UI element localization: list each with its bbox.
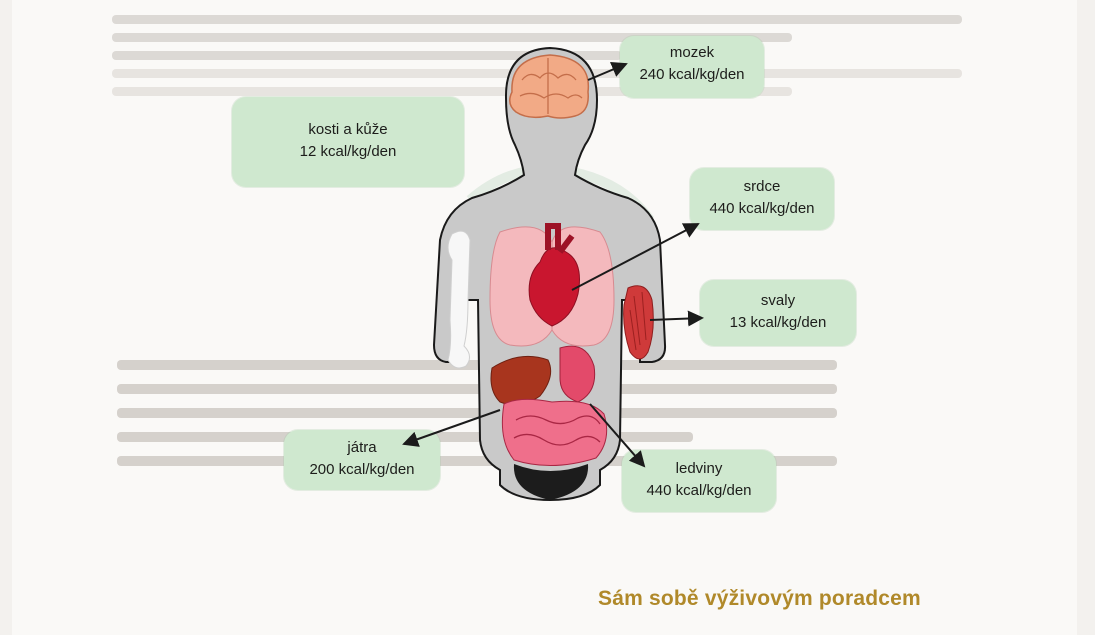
arrow-brain [588, 64, 626, 80]
arm-bone [448, 231, 470, 368]
brain [510, 55, 589, 118]
intestines [502, 399, 606, 465]
arm-muscle [624, 286, 654, 359]
footer-title: Sám sobě výživovým poradcem [598, 587, 921, 611]
